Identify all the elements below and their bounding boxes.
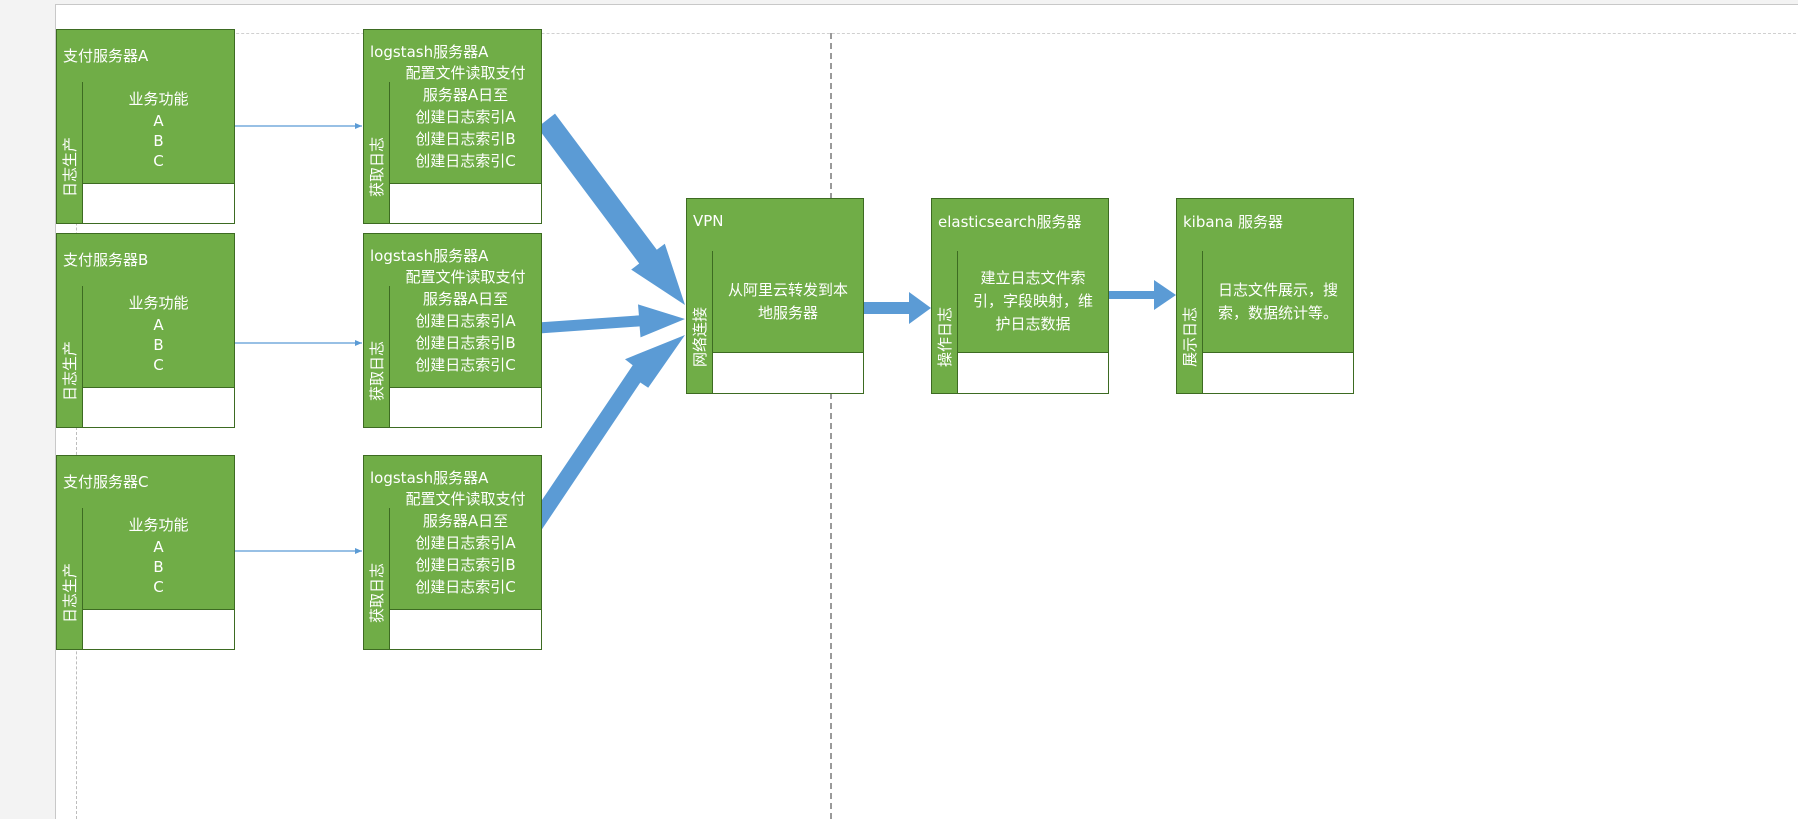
box-content: 业务功能 A B C: [83, 82, 234, 184]
content-line: A: [153, 112, 164, 130]
content-line: B: [153, 558, 164, 576]
box-side-label: 获取日志: [364, 82, 390, 223]
page-break-line: [830, 33, 832, 819]
box-content: 服务器A日至 创建日志索引A 创建日志索引B 创建日志索引C: [390, 286, 541, 388]
content-text: 从阿里云转发到本地服务器: [727, 281, 848, 322]
box-content: 日志文件展示，搜索，数据统计等。: [1203, 251, 1353, 353]
box-content: 配置文件读取支付: [390, 62, 541, 164]
box-side-label: 日志生产: [57, 286, 83, 427]
logstash-server-1: logstash服务器A 获取日志 配置文件读取支付 服务器A日至 创建日志索引…: [363, 29, 542, 224]
content-line: 服务器A日至: [422, 290, 509, 308]
box-content: 业务功能 A B C: [83, 508, 234, 610]
content-line: 创建日志索引B: [415, 334, 516, 352]
box-title: 支付服务器A: [57, 30, 234, 83]
box-title: VPN: [687, 199, 863, 252]
box-title: 支付服务器B: [57, 234, 234, 287]
content-line: 创建日志索引C: [415, 152, 516, 170]
box-title: logstash服务器A: [364, 30, 541, 83]
content-line: 业务功能: [128, 294, 189, 312]
content-line: 创建日志索引A: [415, 108, 516, 126]
content-text: 日志文件展示，搜索，数据统计等。: [1217, 281, 1338, 322]
flow-arrow-es-to-kibana: [1108, 280, 1176, 310]
pay-server-c: 支付服务器C 日志生产 业务功能 A B C: [56, 455, 235, 650]
content-line: 创建日志索引A: [415, 534, 516, 552]
content-line: 配置文件读取支付: [405, 268, 526, 286]
flow-arrow-logstash-b-to-vpn: [539, 304, 685, 338]
flow-arrow-logstash-a-to-vpn: [537, 113, 685, 305]
content-line: 创建日志索引C: [415, 356, 516, 374]
box-title: elasticsearch服务器: [932, 199, 1108, 252]
content-line: 创建日志索引C: [415, 578, 516, 596]
box-content: 服务器A日至 创建日志索引A 创建日志索引B 创建日志索引C: [390, 508, 541, 610]
content-line: B: [153, 336, 164, 354]
box-content: 从阿里云转发到本地服务器: [713, 251, 863, 353]
box-title: kibana 服务器: [1177, 199, 1353, 252]
pay-server-a: 支付服务器A 日志生产 业务功能 A B C: [56, 29, 235, 224]
content-line: A: [153, 316, 164, 334]
content-line: C: [153, 578, 164, 596]
content-line: 创建日志索引A: [415, 312, 516, 330]
logstash-server-2: logstash服务器A 获取日志 配置文件读取支付 服务器A日至 创建日志索引…: [363, 233, 542, 428]
vpn-server: VPN 网络连接 从阿里云转发到本地服务器: [686, 198, 864, 394]
diagram-canvas: 支付服务器A 日志生产 业务功能 A B C 支付服务器B 日志生产 业务功能 …: [55, 4, 1798, 819]
box-side-label: 日志生产: [57, 508, 83, 649]
kibana-server: kibana 服务器 展示日志 日志文件展示，搜索，数据统计等。: [1176, 198, 1354, 394]
content-line: 配置文件读取支付: [405, 64, 526, 82]
box-content: 配置文件读取支付: [390, 488, 541, 590]
content-line: A: [153, 538, 164, 556]
content-text: 建立日志文件索引，字段映射，维护日志数据: [972, 269, 1093, 333]
box-content: 服务器A日至 创建日志索引A 创建日志索引B 创建日志索引C: [390, 82, 541, 184]
content-line: 配置文件读取支付: [405, 490, 526, 508]
elasticsearch-server: elasticsearch服务器 操作日志 建立日志文件索引，字段映射，维护日志…: [931, 198, 1109, 394]
content-line: C: [153, 356, 164, 374]
content-line: 服务器A日至: [422, 86, 509, 104]
box-side-label: 日志生产: [57, 82, 83, 223]
content-line: 服务器A日至: [422, 512, 509, 530]
page-guide-top: [76, 33, 1796, 34]
content-line: 创建日志索引B: [415, 556, 516, 574]
content-line: 业务功能: [128, 516, 189, 534]
box-side-label: 展示日志: [1177, 251, 1203, 393]
box-content: 建立日志文件索引，字段映射，维护日志数据: [958, 251, 1108, 353]
content-line: 创建日志索引B: [415, 130, 516, 148]
box-title: logstash服务器A: [364, 456, 541, 509]
box-side-label: 获取日志: [364, 508, 390, 649]
flow-arrow-vpn-to-es: [862, 292, 931, 324]
box-side-label: 操作日志: [932, 251, 958, 393]
content-line: B: [153, 132, 164, 150]
flow-arrow-logstash-c-to-vpn: [521, 335, 685, 548]
box-content: 配置文件读取支付: [390, 266, 541, 368]
box-content: 业务功能 A B C: [83, 286, 234, 388]
box-side-label: 获取日志: [364, 286, 390, 427]
pay-server-b: 支付服务器B 日志生产 业务功能 A B C: [56, 233, 235, 428]
content-line: C: [153, 152, 164, 170]
connector-layer: [234, 113, 1176, 554]
content-line: 业务功能: [128, 90, 189, 108]
box-side-label: 网络连接: [687, 251, 713, 393]
box-title: 支付服务器C: [57, 456, 234, 509]
logstash-server-3: logstash服务器A 获取日志 配置文件读取支付 服务器A日至 创建日志索引…: [363, 455, 542, 650]
